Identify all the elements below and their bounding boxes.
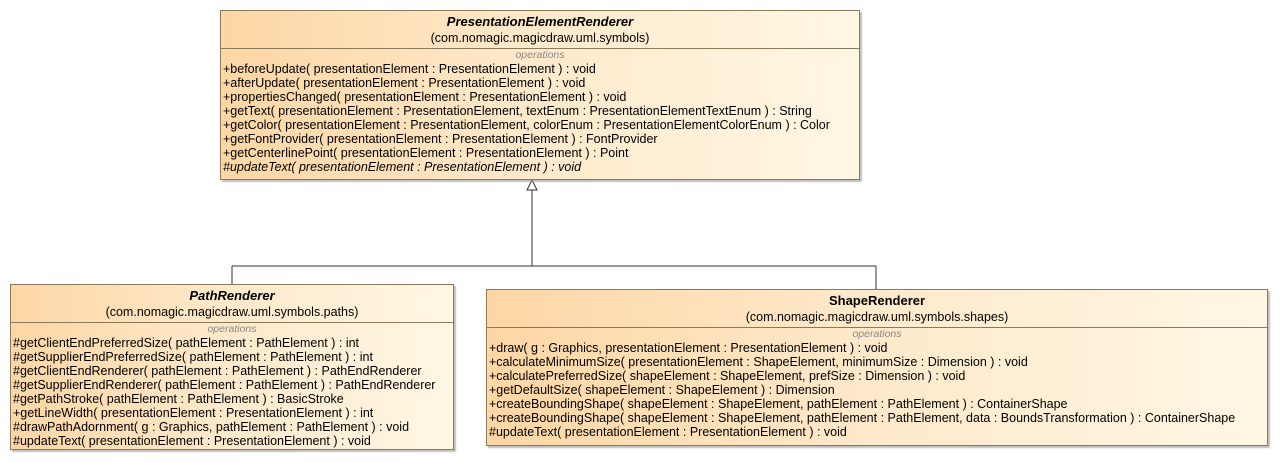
operation[interactable]: +getDefaultSize( shapeElement : ShapeEle… <box>489 383 835 397</box>
compartment-divider <box>221 48 859 49</box>
class-shape-renderer[interactable]: ShapeRenderer (com.nomagic.magicdraw.uml… <box>486 289 1268 446</box>
operation[interactable]: +getColor( presentationElement : Present… <box>223 118 830 132</box>
operation[interactable]: #getSupplierEndPreferredSize( pathElemen… <box>13 350 373 364</box>
generalization-line <box>231 190 877 289</box>
operations-list: +draw( g : Graphics, presentationElement… <box>487 341 1267 441</box>
operations-label: operations <box>852 328 902 340</box>
operation[interactable]: +beforeUpdate( presentationElement : Pre… <box>223 62 596 76</box>
operation[interactable]: #getPathStroke( pathElement : PathElemen… <box>13 392 344 406</box>
operation[interactable]: +propertiesChanged( presentationElement … <box>223 90 627 104</box>
operation[interactable]: +getText( presentationElement : Presenta… <box>223 104 812 118</box>
operation[interactable]: +getCenterlinePoint( presentationElement… <box>223 146 629 160</box>
operation[interactable]: #drawPathAdornment( g : Graphics, pathEl… <box>13 420 410 434</box>
operations-label: operations <box>207 323 257 335</box>
compartment-divider <box>11 322 453 323</box>
class-path-renderer[interactable]: PathRenderer (com.nomagic.magicdraw.uml.… <box>10 284 454 450</box>
operations-list: +beforeUpdate( presentationElement : Pre… <box>221 62 859 176</box>
operation[interactable]: +getLineWidth( presentationElement : Pre… <box>13 406 374 420</box>
operation[interactable]: #getClientEndPreferredSize( pathElement … <box>13 336 360 350</box>
operation[interactable]: +createBoundingShape( shapeElement : Sha… <box>489 397 1068 411</box>
operation[interactable]: +createBoundingShape( shapeElement : Sha… <box>489 411 1236 425</box>
class-name: ShapeRenderer <box>828 293 926 308</box>
compartment-divider <box>487 327 1267 328</box>
operation[interactable]: #getClientEndRenderer( pathElement : Pat… <box>13 364 422 378</box>
operation[interactable]: +afterUpdate( presentationElement : Pres… <box>223 76 586 90</box>
class-name: PathRenderer <box>189 288 275 303</box>
operation[interactable]: #updateText( presentationElement : Prese… <box>223 160 582 174</box>
operation[interactable]: +draw( g : Graphics, presentationElement… <box>489 341 888 355</box>
operation[interactable]: #updateText( presentationElement : Prese… <box>13 434 371 448</box>
class-presentation-element-renderer[interactable]: PresentationElementRenderer (com.nomagic… <box>220 10 860 180</box>
operations-label: operations <box>515 49 565 61</box>
operation[interactable]: +calculatePreferredSize( shapeElement : … <box>489 369 966 383</box>
operation[interactable]: #updateText( presentationElement : Prese… <box>489 425 847 439</box>
operation[interactable]: #getSupplierEndRenderer( pathElement : P… <box>13 378 436 392</box>
class-package: (com.nomagic.magicdraw.uml.symbols) <box>430 31 650 45</box>
class-package: (com.nomagic.magicdraw.uml.symbols.shape… <box>745 310 1009 324</box>
operation[interactable]: +calculateMinimumSize( presentationEleme… <box>489 355 1028 369</box>
operation[interactable]: +getFontProvider( presentationElement : … <box>223 132 658 146</box>
operations-list: #getClientEndPreferredSize( pathElement … <box>11 336 453 450</box>
class-package: (com.nomagic.magicdraw.uml.symbols.paths… <box>105 305 359 319</box>
class-name: PresentationElementRenderer <box>446 14 634 29</box>
generalization-arrowhead <box>526 178 538 191</box>
